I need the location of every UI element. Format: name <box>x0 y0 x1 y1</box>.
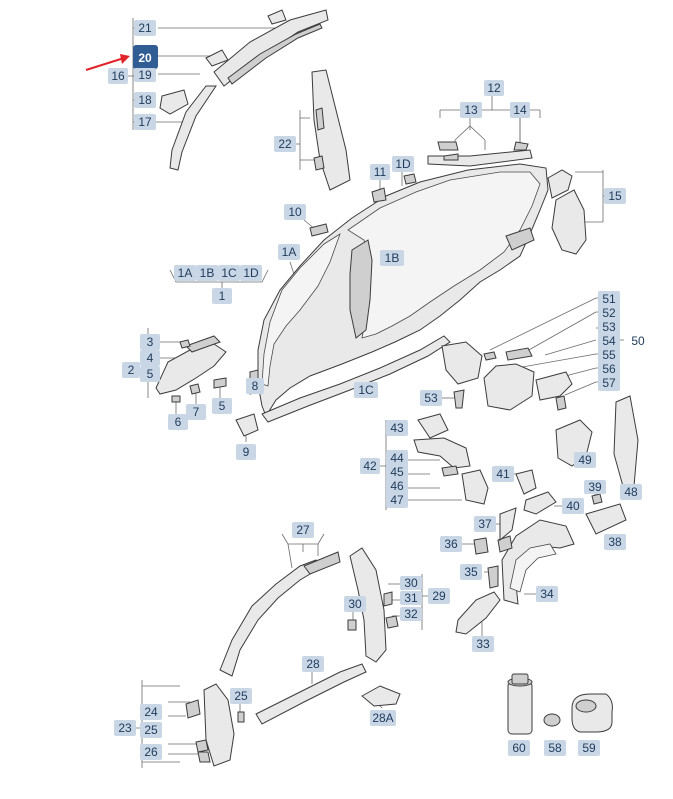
label-2: 2 <box>128 363 135 377</box>
label-group-1B: 1B <box>200 266 215 280</box>
label-37: 37 <box>478 517 492 531</box>
label-18: 18 <box>138 93 152 107</box>
label-53-upper: 53 <box>602 320 616 334</box>
label-49: 49 <box>578 453 592 467</box>
label-8: 8 <box>252 379 259 393</box>
label-5-upper: 5 <box>147 367 154 381</box>
label-40: 40 <box>566 499 580 513</box>
label-22: 22 <box>278 137 292 151</box>
label-9: 9 <box>243 445 250 459</box>
label-46: 46 <box>390 479 404 493</box>
label-41: 41 <box>496 467 510 481</box>
label-57: 57 <box>602 376 616 390</box>
label-44: 44 <box>390 451 404 465</box>
label-1A: 1A <box>282 245 297 259</box>
label-50: 50 <box>631 334 645 348</box>
label-55: 55 <box>602 348 616 362</box>
label-5-lower: 5 <box>219 399 226 413</box>
label-60: 60 <box>512 741 526 755</box>
label-27: 27 <box>296 523 310 537</box>
label-35: 35 <box>464 565 478 579</box>
label-group-1A: 1A <box>178 266 193 280</box>
label-19: 19 <box>138 68 152 82</box>
label-group-1D: 1D <box>243 266 259 280</box>
label-14: 14 <box>513 103 527 117</box>
label-21: 21 <box>138 21 152 35</box>
label-48: 48 <box>624 485 638 499</box>
label-20: 20 <box>138 51 152 65</box>
label-43: 43 <box>390 421 404 435</box>
label-38: 38 <box>608 535 622 549</box>
label-1: 1 <box>219 289 226 303</box>
label-25-left: 25 <box>144 723 158 737</box>
label-54: 54 <box>602 334 616 348</box>
label-26: 26 <box>144 745 158 759</box>
label-42: 42 <box>363 459 377 473</box>
label-15: 15 <box>608 189 622 203</box>
label-10: 10 <box>288 205 302 219</box>
label-39: 39 <box>588 480 602 494</box>
pointer-arrow <box>85 54 130 71</box>
label-29: 29 <box>432 589 446 603</box>
label-51: 51 <box>602 292 616 306</box>
label-28: 28 <box>306 657 320 671</box>
label-13: 13 <box>464 103 478 117</box>
label-12: 12 <box>487 81 501 95</box>
label-1D: 1D <box>395 157 411 171</box>
label-6: 6 <box>175 415 182 429</box>
label-30-right: 30 <box>404 576 418 590</box>
label-47: 47 <box>390 493 404 507</box>
label-58: 58 <box>548 741 562 755</box>
label-30-left: 30 <box>348 597 362 611</box>
part-labels: 21 20 16 19 18 17 22 12 13 14 11 1D 15 1… <box>108 20 645 760</box>
label-group-1C: 1C <box>221 266 237 280</box>
label-4: 4 <box>147 351 154 365</box>
label-11: 11 <box>374 165 387 179</box>
label-52: 52 <box>602 306 616 320</box>
label-53-lower: 53 <box>424 391 438 405</box>
label-17: 17 <box>138 115 152 129</box>
label-3: 3 <box>147 335 154 349</box>
label-34: 34 <box>540 587 554 601</box>
label-45: 45 <box>390 465 404 479</box>
label-59: 59 <box>582 741 596 755</box>
label-56: 56 <box>602 362 616 376</box>
parts-artwork <box>155 9 639 767</box>
label-24: 24 <box>144 705 158 719</box>
label-1C: 1C <box>358 383 374 397</box>
label-23: 23 <box>118 721 132 735</box>
label-25-right: 25 <box>234 689 248 703</box>
label-16: 16 <box>111 69 125 83</box>
label-32: 32 <box>404 607 418 621</box>
label-36: 36 <box>444 537 458 551</box>
label-7: 7 <box>193 405 200 419</box>
label-1B: 1B <box>385 251 400 265</box>
label-28A: 28A <box>372 711 393 725</box>
label-31: 31 <box>404 591 418 605</box>
label-33: 33 <box>476 637 490 651</box>
